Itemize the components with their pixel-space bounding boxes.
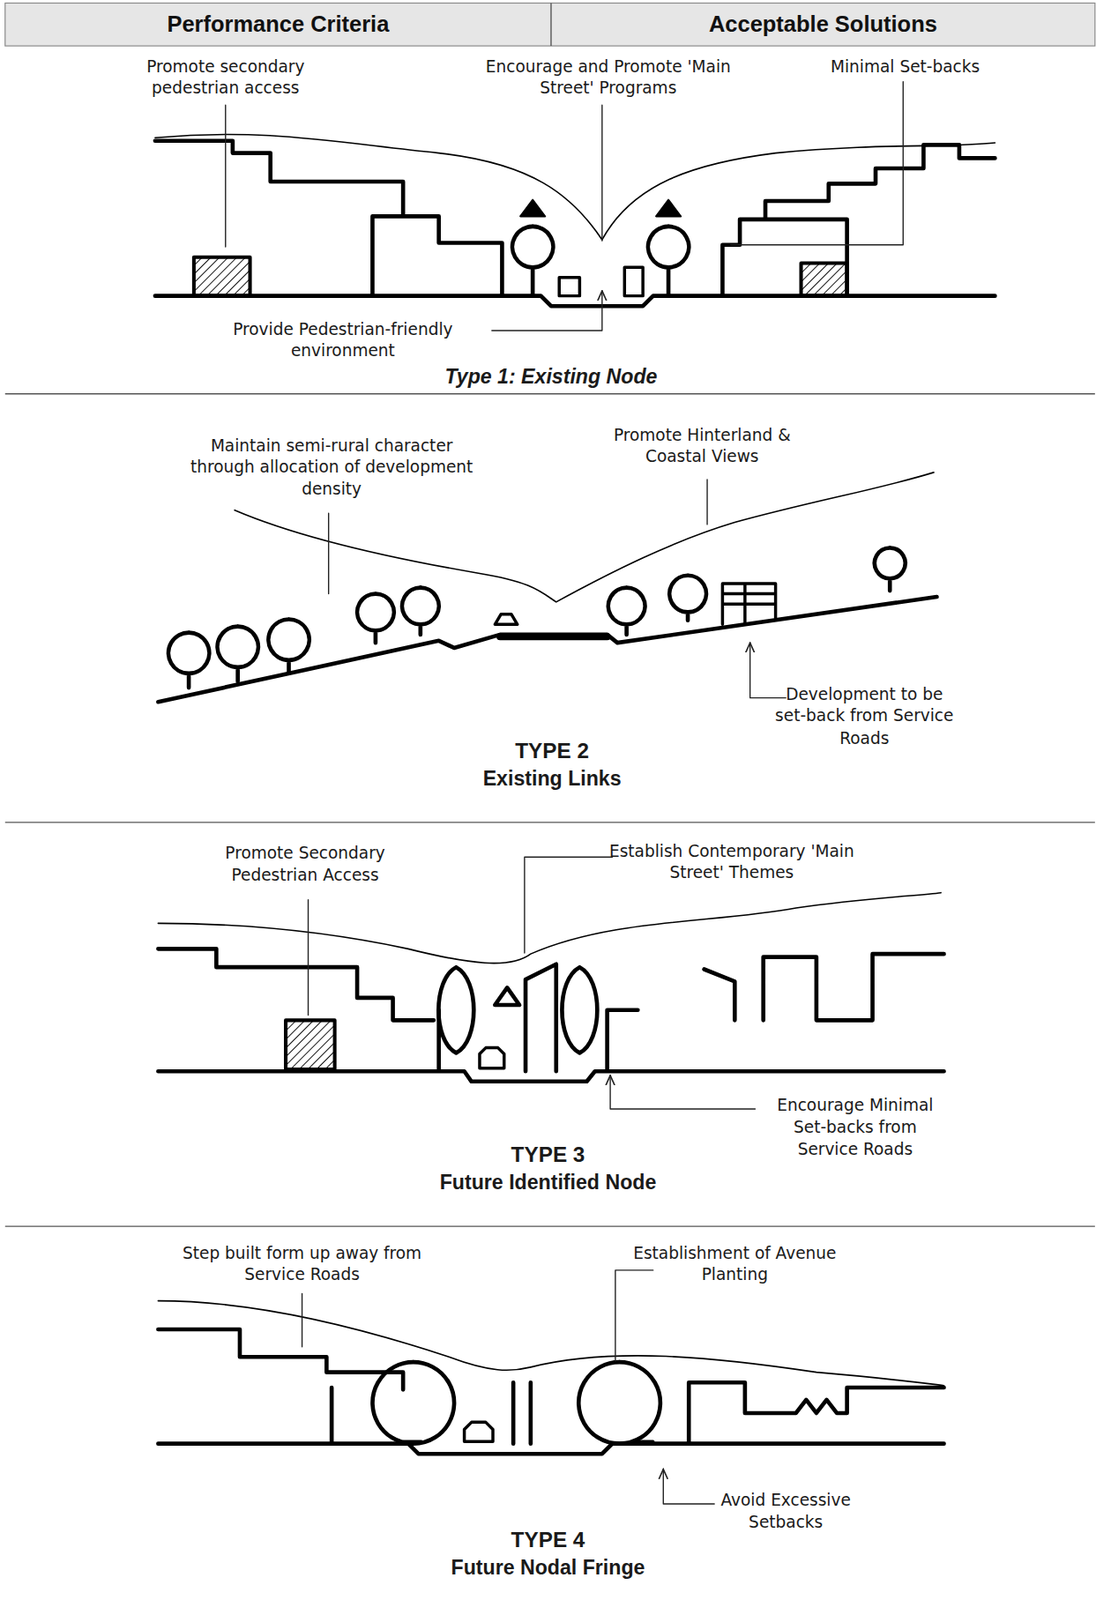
header-text: Performance Criteria [166, 11, 389, 38]
header-text: Acceptable Solutions [708, 11, 938, 38]
type-title: TYPE 2 [470, 737, 634, 766]
callout-label: Promote Secondary Pedestrian Access [193, 842, 418, 887]
hatched-access [285, 1020, 336, 1070]
building-outline [157, 948, 944, 1082]
row-rule [5, 2, 1096, 1227]
tree-arrow [520, 200, 681, 217]
type2-sketch [157, 472, 937, 702]
car [402, 1422, 654, 1442]
callout-label: Establish Contemporary 'Main Street' The… [598, 841, 865, 885]
building [722, 583, 776, 625]
type-title: Type 1: Existing Node [387, 364, 715, 389]
type-title: Future Nodal Fringe [395, 1554, 701, 1581]
type-title: TYPE 3 [466, 1140, 630, 1170]
leader-line [302, 1270, 716, 1505]
hatched-access [801, 263, 848, 297]
tall-tree [438, 967, 597, 1053]
car [559, 267, 643, 296]
header-cell: Performance Criteria [5, 2, 552, 46]
type-title: TYPE 4 [466, 1525, 630, 1554]
type3-sketch [157, 857, 944, 1110]
type-title: Existing Links [429, 765, 675, 792]
type-title: Future Identified Node [395, 1169, 701, 1196]
callout-label: Development to be set-back from Service … [772, 683, 956, 749]
callout-label: Provide Pedestrian-friendly environment [189, 318, 496, 362]
tree [168, 548, 906, 689]
callout-label: Promote Hinterland & Coastal Views [584, 424, 820, 468]
callout-label: Maintain semi-rural character through al… [188, 434, 475, 500]
callout-label: Encourage and Promote 'Main Street' Prog… [465, 56, 752, 100]
callout-label: Establishment of Avenue Planting [627, 1243, 843, 1287]
callout-label: Step built form up away from Service Roa… [179, 1243, 425, 1287]
header-band [5, 2, 1096, 46]
road [499, 633, 608, 641]
car [494, 614, 517, 626]
building-outline [155, 141, 996, 306]
callout-label: Encourage Minimal Set-backs from Service… [763, 1095, 947, 1161]
leader-line [328, 479, 786, 699]
car [479, 1048, 505, 1069]
callout-label: Avoid Excessive Setbacks [704, 1490, 868, 1534]
building-outline [157, 1329, 944, 1454]
type1-sketch [155, 82, 996, 331]
leader-line [308, 857, 756, 1110]
callout-label: Promote secondary pedestrian access [108, 56, 343, 100]
street-tree [512, 226, 689, 297]
hill-line [157, 893, 941, 964]
avenue-tree [372, 1362, 660, 1445]
table-frame [5, 2, 1096, 1227]
hill-line [157, 1301, 944, 1387]
leader-line [225, 82, 903, 331]
hatched-access [193, 257, 251, 297]
callout-label: Minimal Set-backs [808, 56, 1003, 79]
hill-line [155, 134, 996, 240]
type4-sketch [157, 1270, 944, 1505]
header-cell: Acceptable Solutions [551, 2, 1096, 46]
